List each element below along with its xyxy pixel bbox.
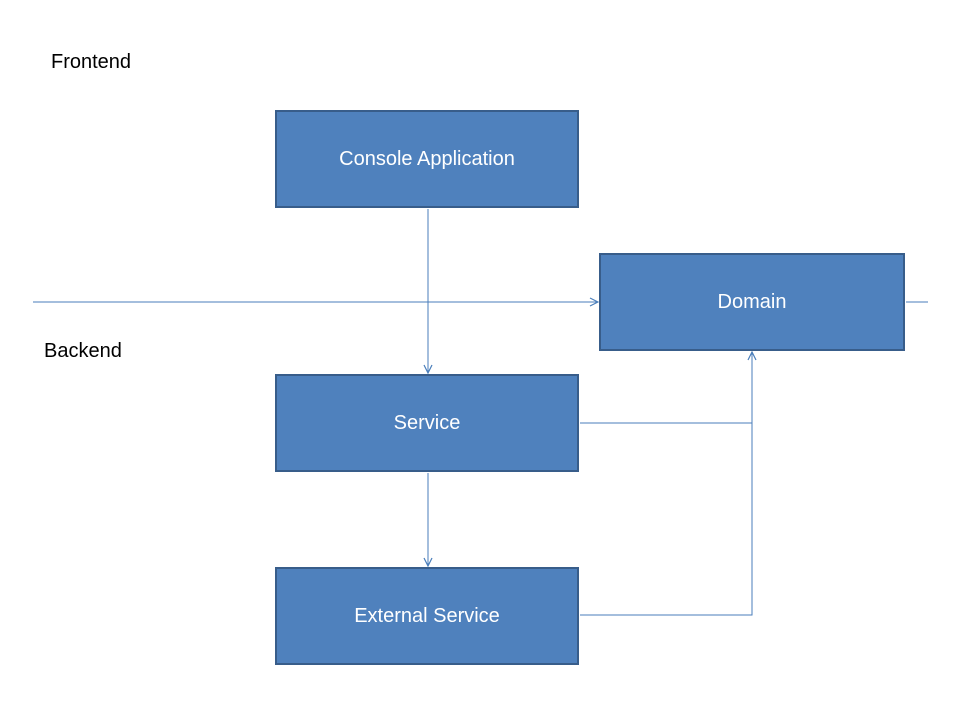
console-application-label: Console Application xyxy=(339,147,515,170)
external-service-label: External Service xyxy=(354,604,500,627)
service-label: Service xyxy=(393,411,461,434)
console-application-box: Console Application xyxy=(275,110,579,208)
external-service-box: External Service xyxy=(275,567,579,665)
backend-layer-label: Backend xyxy=(44,340,122,362)
arrow-external-to-domain xyxy=(580,352,752,616)
service-box: Service xyxy=(275,374,579,472)
frontend-layer-label: Frontend xyxy=(51,51,132,73)
domain-box: Domain xyxy=(599,253,905,351)
domain-label: Domain xyxy=(717,290,787,313)
